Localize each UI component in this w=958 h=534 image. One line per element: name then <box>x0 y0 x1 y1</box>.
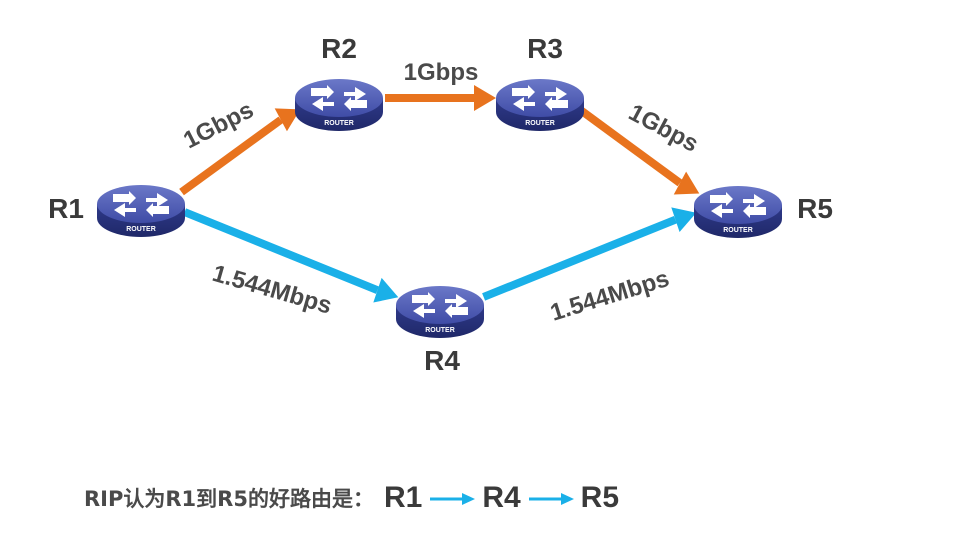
arrowhead-icon <box>673 171 700 195</box>
path-node-r4: R4 <box>482 481 521 514</box>
caption: RIP认为R1到R5的好路由是： R1 R4 R5 <box>84 476 619 520</box>
arrowhead-icon <box>274 108 301 132</box>
arrowhead-icon <box>373 277 399 303</box>
link-r1-r4 <box>183 208 399 303</box>
link-r4-r5 <box>482 207 697 301</box>
caption-text: RIP认为R1到R5的好路由是： <box>84 487 374 511</box>
router-tag-label: ROUTER <box>723 227 753 234</box>
router-r5: ROUTER <box>694 186 782 238</box>
router-name-r2: R2 <box>321 33 357 64</box>
right-arrow-icon <box>430 493 476 505</box>
path-node-r1: R1 <box>383 481 423 514</box>
router-tag-label: ROUTER <box>525 120 555 127</box>
arrowhead-icon <box>671 207 697 233</box>
router-name-r1: R1 <box>48 193 84 224</box>
router-name-r5: R5 <box>797 193 833 224</box>
router-r4: ROUTER <box>396 286 484 338</box>
link-r2-r3 <box>385 85 496 111</box>
router-tag-label: ROUTER <box>425 327 455 334</box>
best-route-path: R1 R4 R5 <box>374 481 619 515</box>
router-r2: ROUTER <box>295 79 383 131</box>
router-tag-label: ROUTER <box>324 120 354 127</box>
link-bandwidth-label: 1.544Mbps <box>547 265 672 327</box>
arrowhead-icon <box>474 85 496 111</box>
router-tag-label: ROUTER <box>126 226 156 233</box>
router-r1: ROUTER <box>97 185 185 237</box>
router-r3: ROUTER <box>496 79 584 131</box>
link-r3-r5 <box>578 106 700 195</box>
link-bandwidth-label: 1Gbps <box>404 59 479 86</box>
path-node-r5: R5 <box>580 481 620 514</box>
right-arrow-icon <box>528 493 574 505</box>
router-name-r4: R4 <box>424 345 460 376</box>
router-name-r3: R3 <box>527 33 563 64</box>
link-r1-r2 <box>179 108 301 196</box>
